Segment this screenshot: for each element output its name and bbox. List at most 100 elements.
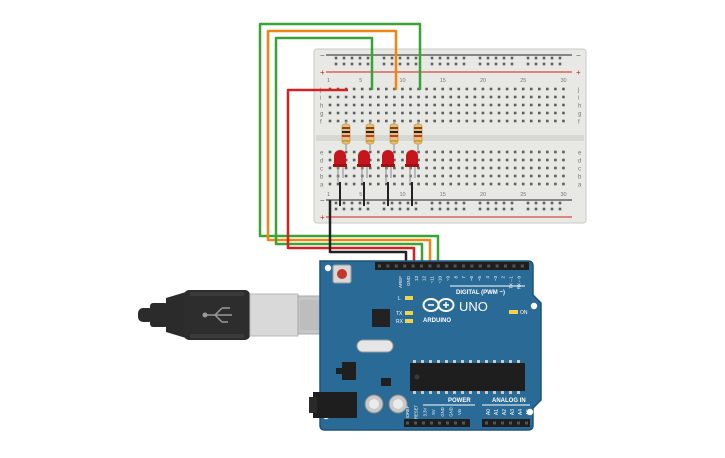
breadboard-hole[interactable] <box>401 111 404 115</box>
breadboard-hole[interactable] <box>538 87 541 91</box>
breadboard-hole[interactable] <box>497 150 501 154</box>
rail-hole[interactable] <box>430 56 434 60</box>
rail-hole[interactable] <box>558 207 562 211</box>
breadboard-hole[interactable] <box>554 182 557 186</box>
rail-hole[interactable] <box>382 56 386 60</box>
breadboard-hole[interactable] <box>481 182 485 186</box>
breadboard-hole[interactable] <box>336 119 340 123</box>
header-pin[interactable] <box>509 421 512 425</box>
breadboard-hole[interactable] <box>328 119 332 123</box>
breadboard-hole[interactable] <box>449 119 453 123</box>
breadboard-hole[interactable] <box>417 166 420 170</box>
breadboard-hole[interactable] <box>457 158 461 162</box>
resistor[interactable] <box>341 121 351 150</box>
rail-hole[interactable] <box>446 56 450 60</box>
breadboard-hole[interactable] <box>497 87 501 91</box>
rail-hole[interactable] <box>558 201 562 205</box>
breadboard-hole[interactable] <box>521 119 525 123</box>
breadboard-hole[interactable] <box>368 111 372 115</box>
breadboard-hole[interactable] <box>538 150 541 154</box>
breadboard-hole[interactable] <box>433 150 436 154</box>
rail-hole[interactable] <box>462 62 466 66</box>
breadboard-hole[interactable] <box>344 166 348 170</box>
breadboard-hole[interactable] <box>489 158 493 162</box>
breadboard-hole[interactable] <box>393 182 396 186</box>
header-pin[interactable] <box>446 421 449 425</box>
breadboard-hole[interactable] <box>352 95 356 99</box>
breadboard-hole[interactable] <box>409 119 412 123</box>
breadboard-hole[interactable] <box>377 95 380 99</box>
header-pin[interactable] <box>485 421 488 425</box>
breadboard-hole[interactable] <box>513 158 517 162</box>
rail-hole[interactable] <box>382 201 386 205</box>
breadboard-hole[interactable] <box>385 95 388 99</box>
breadboard-hole[interactable] <box>465 174 469 178</box>
breadboard-hole[interactable] <box>360 111 364 115</box>
breadboard-hole[interactable] <box>433 182 436 186</box>
rail-hole[interactable] <box>486 62 490 66</box>
breadboard-hole[interactable] <box>352 87 356 91</box>
breadboard-hole[interactable] <box>352 119 356 123</box>
breadboard-hole[interactable] <box>417 150 420 154</box>
breadboard-hole[interactable] <box>441 95 444 99</box>
breadboard-hole[interactable] <box>521 158 525 162</box>
header-pin[interactable] <box>438 421 441 425</box>
breadboard-hole[interactable] <box>554 150 557 154</box>
breadboard-hole[interactable] <box>449 87 453 91</box>
breadboard-hole[interactable] <box>513 119 517 123</box>
header-pin[interactable] <box>378 264 381 268</box>
breadboard-hole[interactable] <box>473 119 477 123</box>
header-pin[interactable] <box>403 264 407 268</box>
breadboard-hole[interactable] <box>409 87 412 91</box>
rail-hole[interactable] <box>510 62 514 66</box>
breadboard-hole[interactable] <box>352 166 356 170</box>
breadboard-hole[interactable] <box>457 103 461 107</box>
breadboard-hole[interactable] <box>417 158 420 162</box>
rail-hole[interactable] <box>334 207 338 211</box>
breadboard-hole[interactable] <box>529 174 533 178</box>
breadboard-hole[interactable] <box>377 119 380 123</box>
breadboard-hole[interactable] <box>529 158 533 162</box>
breadboard-hole[interactable] <box>352 158 356 162</box>
breadboard-hole[interactable] <box>336 111 340 115</box>
breadboard-hole[interactable] <box>481 87 485 91</box>
rail-hole[interactable] <box>358 56 362 60</box>
header-pin[interactable] <box>478 264 482 268</box>
rail-hole[interactable] <box>342 56 346 60</box>
breadboard-hole[interactable] <box>449 174 453 178</box>
breadboard-hole[interactable] <box>562 95 565 99</box>
breadboard-hole[interactable] <box>401 119 404 123</box>
breadboard-hole[interactable] <box>433 111 436 115</box>
breadboard-hole[interactable] <box>449 103 453 107</box>
breadboard-hole[interactable] <box>344 95 348 99</box>
resistor[interactable] <box>389 121 399 150</box>
header-pin[interactable] <box>454 421 457 425</box>
breadboard-hole[interactable] <box>417 103 420 107</box>
breadboard-hole[interactable] <box>465 158 469 162</box>
rail-hole[interactable] <box>438 56 442 60</box>
rail-hole[interactable] <box>342 201 346 205</box>
reset-button-icon[interactable] <box>332 264 352 284</box>
rail-hole[interactable] <box>342 62 346 66</box>
breadboard-hole[interactable] <box>489 111 493 115</box>
rail-hole[interactable] <box>358 207 362 211</box>
breadboard-hole[interactable] <box>401 150 404 154</box>
breadboard-hole[interactable] <box>449 95 453 99</box>
breadboard-hole[interactable] <box>344 150 348 154</box>
breadboard-hole[interactable] <box>489 150 493 154</box>
header-pin[interactable] <box>394 264 398 268</box>
breadboard-hole[interactable] <box>546 111 549 115</box>
wire-green-outer[interactable] <box>258 22 440 262</box>
rail-hole[interactable] <box>390 201 394 205</box>
breadboard-hole[interactable] <box>328 174 332 178</box>
wire-red[interactable] <box>286 88 416 262</box>
rail-hole[interactable] <box>446 207 450 211</box>
rail-hole[interactable] <box>446 201 450 205</box>
breadboard-hole[interactable] <box>352 174 356 178</box>
breadboard-hole[interactable] <box>409 103 412 107</box>
breadboard-hole[interactable] <box>546 158 549 162</box>
breadboard-hole[interactable] <box>562 158 565 162</box>
breadboard-hole[interactable] <box>449 182 453 186</box>
breadboard-hole[interactable] <box>441 119 444 123</box>
rail-hole[interactable] <box>462 207 466 211</box>
